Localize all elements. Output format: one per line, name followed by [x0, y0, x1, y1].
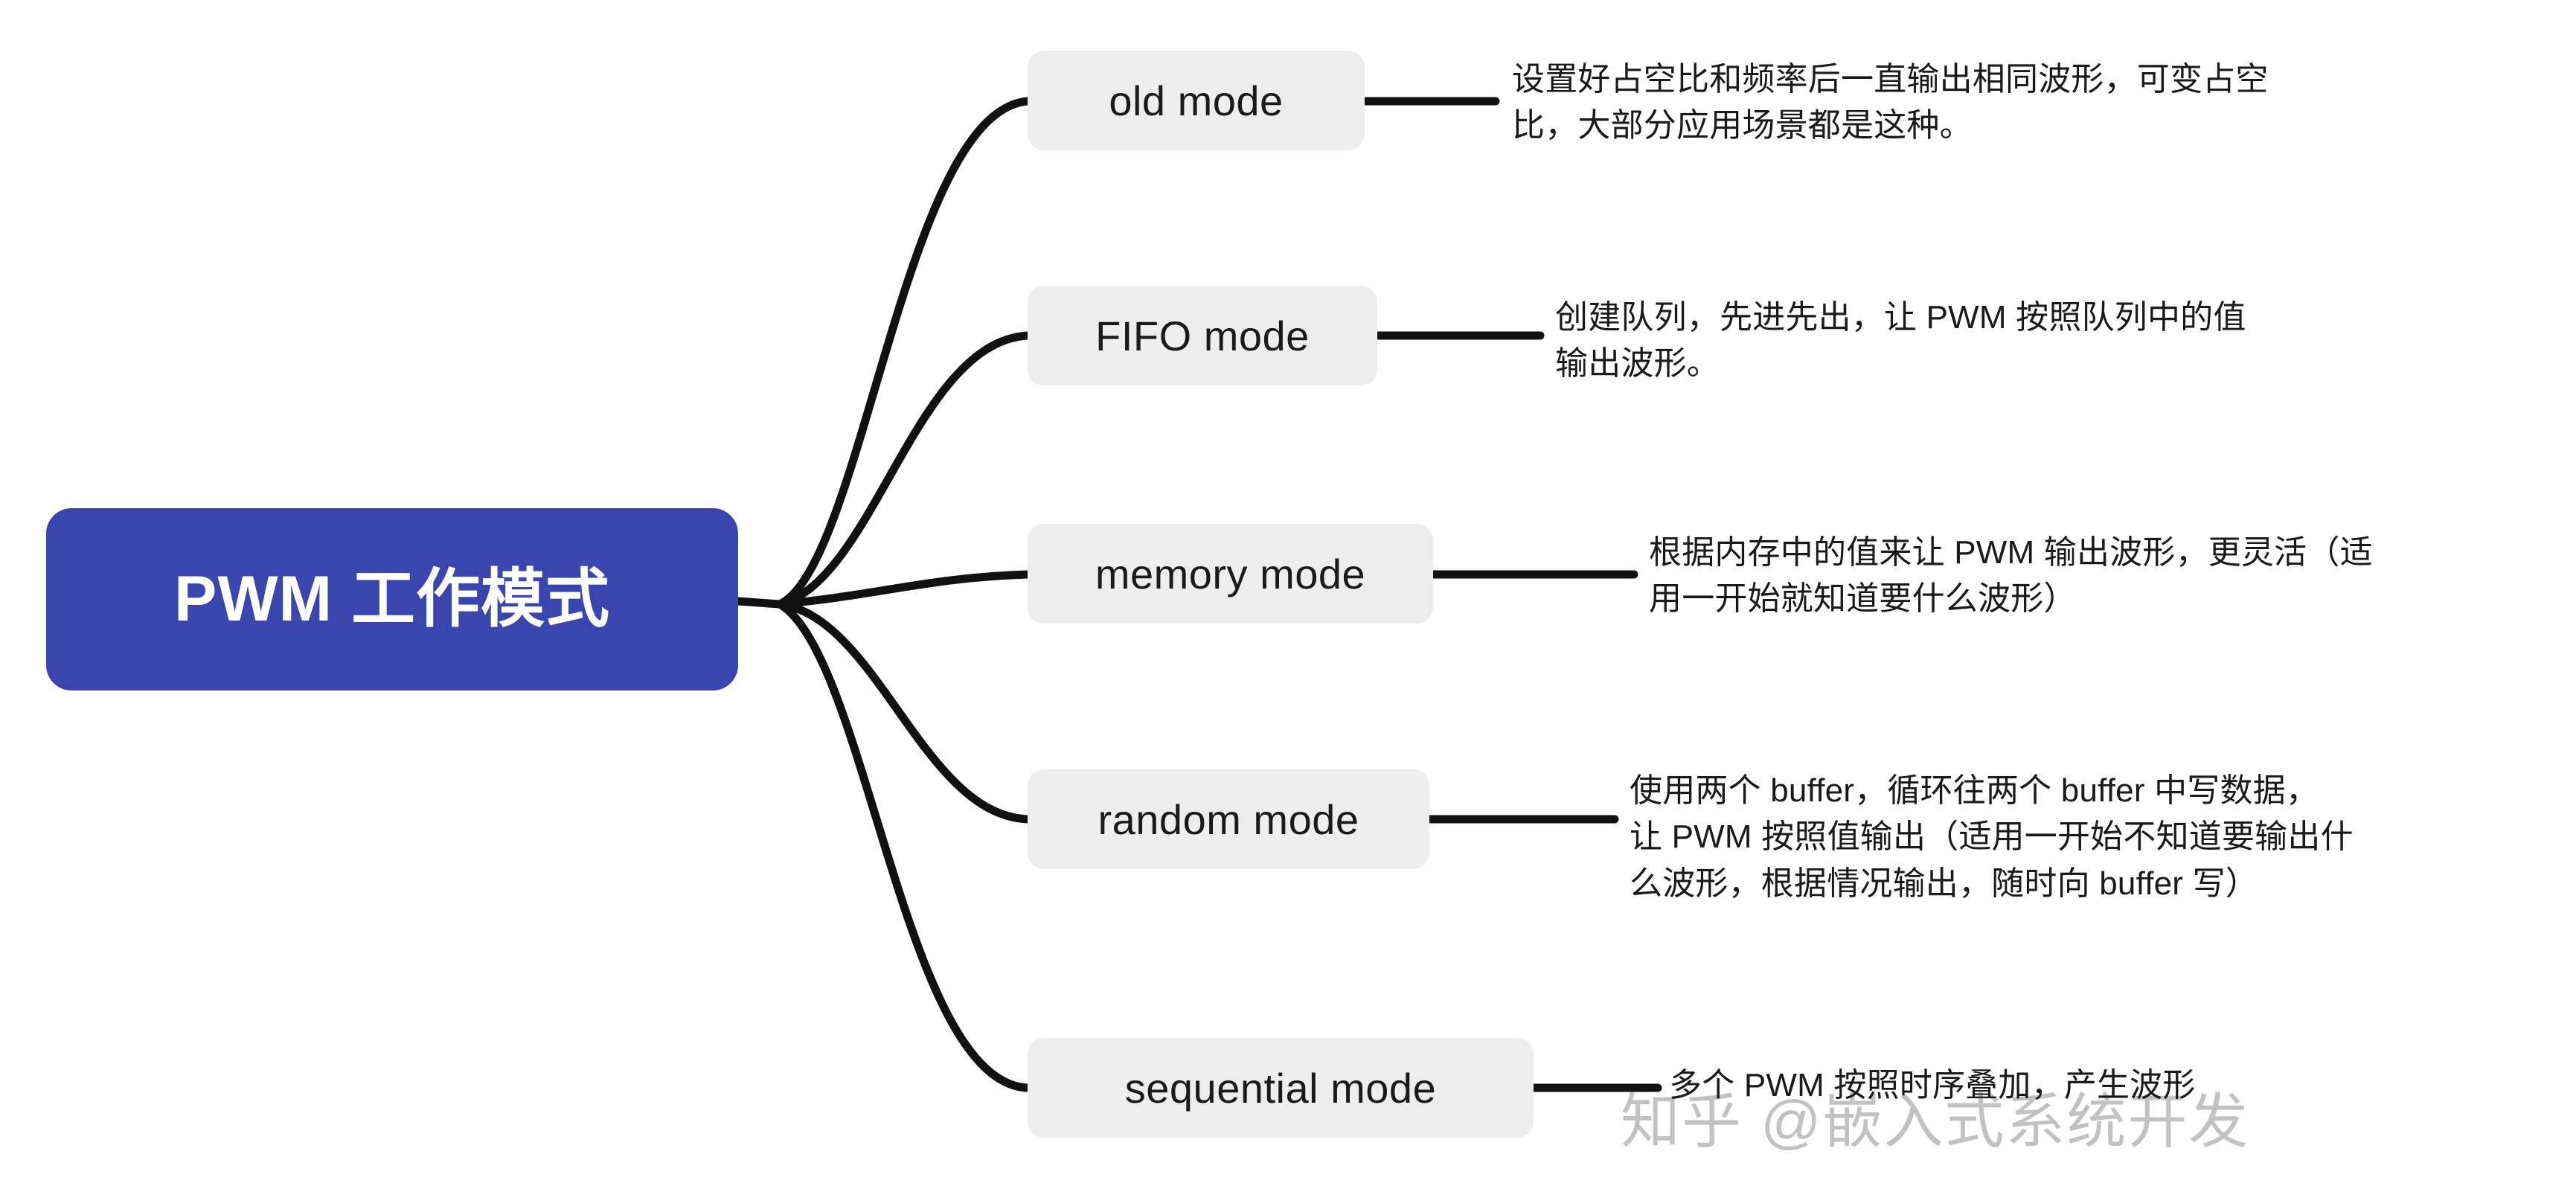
description-random-mode: 使用两个 buffer，循环往两个 buffer 中写数据， 让 PWM 按照值…	[1630, 772, 2354, 902]
mode-node-random-mode[interactable]: random mode	[1028, 769, 1429, 869]
mode-node-label: memory mode	[1095, 550, 1366, 597]
mode-node-label: random mode	[1098, 795, 1359, 843]
edge-root-to-sequential-mode	[775, 600, 1032, 1092]
mode-node-label: old mode	[1109, 77, 1284, 124]
edge-root-to-random-mode	[775, 600, 1032, 824]
mode-node-old-mode[interactable]: old mode	[1028, 51, 1365, 150]
description-fifo-mode: 创建队列，先进先出，让 PWM 按照队列中的值 输出波形。	[1555, 299, 2246, 382]
edge-root-stub	[734, 597, 784, 609]
mode-node-memory-mode[interactable]: memory mode	[1028, 524, 1433, 624]
watermark: 知乎 @嵌入式系统开发	[1621, 1089, 2250, 1155]
mode-node-fifo-mode[interactable]: FIFO mode	[1028, 286, 1377, 385]
description-sequential-mode: 多个 PWM 按照时序叠加，产生波形	[1669, 1067, 2196, 1103]
root-node[interactable]: PWM 工作模式	[46, 508, 738, 690]
edge-root-to-fifo-mode	[775, 331, 1032, 609]
edge-root-to-memory-mode	[775, 570, 1032, 609]
description-memory-mode: 根据内存中的值来让 PWM 输出波形，更灵活（适 用一开始就知道要什么波形）	[1649, 534, 2373, 618]
mode-node-label: sequential mode	[1124, 1064, 1437, 1112]
root-node-label: PWM 工作模式	[173, 563, 611, 635]
edge-root-to-old-mode	[775, 97, 1032, 609]
mode-node-sequential-mode[interactable]: sequential mode	[1028, 1038, 1534, 1138]
description-old-mode: 设置好占空比和频率后一直输出相同波形，可变占空 比，大部分应用场景都是这种。	[1512, 61, 2269, 144]
mode-node-label: FIFO mode	[1095, 312, 1310, 359]
